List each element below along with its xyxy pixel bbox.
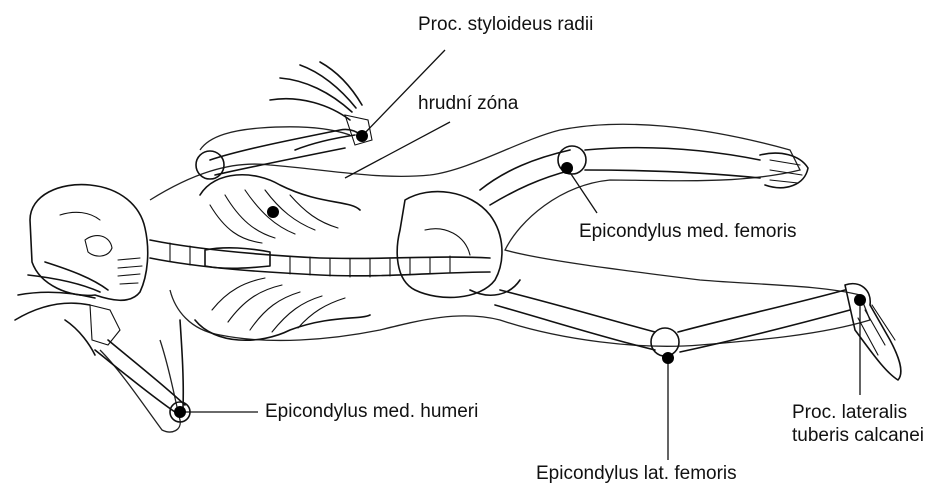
body-outline xyxy=(100,124,870,432)
label-proc-lateralis: Proc. lateralis xyxy=(792,402,907,424)
dot-hrudni xyxy=(267,206,279,218)
label-epicondylus-med-humeri: Epicondylus med. humeri xyxy=(265,401,478,423)
dot-proc-lat-calcanei xyxy=(854,294,866,306)
dot-epi-med-humeri xyxy=(174,406,186,418)
dot-styloideus xyxy=(356,130,368,142)
rib-cage xyxy=(195,175,370,340)
label-proc-styloideus-radii: Proc. styloideus radii xyxy=(418,14,593,36)
label-epicondylus-lat-femoris: Epicondylus lat. femoris xyxy=(536,463,737,485)
marker-dots xyxy=(174,130,866,418)
label-epicondylus-med-femoris: Epicondylus med. femoris xyxy=(579,221,797,243)
upper-leg xyxy=(480,146,808,205)
label-hrudni-zona: hrudní zóna xyxy=(418,93,518,115)
pelvis xyxy=(397,192,520,298)
spine xyxy=(150,240,490,277)
lower-leg xyxy=(495,284,901,380)
hand-near-face xyxy=(15,262,120,355)
skull xyxy=(30,185,148,301)
lower-arm xyxy=(95,320,190,422)
dot-epi-med-femoris xyxy=(561,162,573,174)
dot-epi-lat-femoris xyxy=(662,352,674,364)
label-tuberis-calcanei: tuberis calcanei xyxy=(792,425,924,447)
